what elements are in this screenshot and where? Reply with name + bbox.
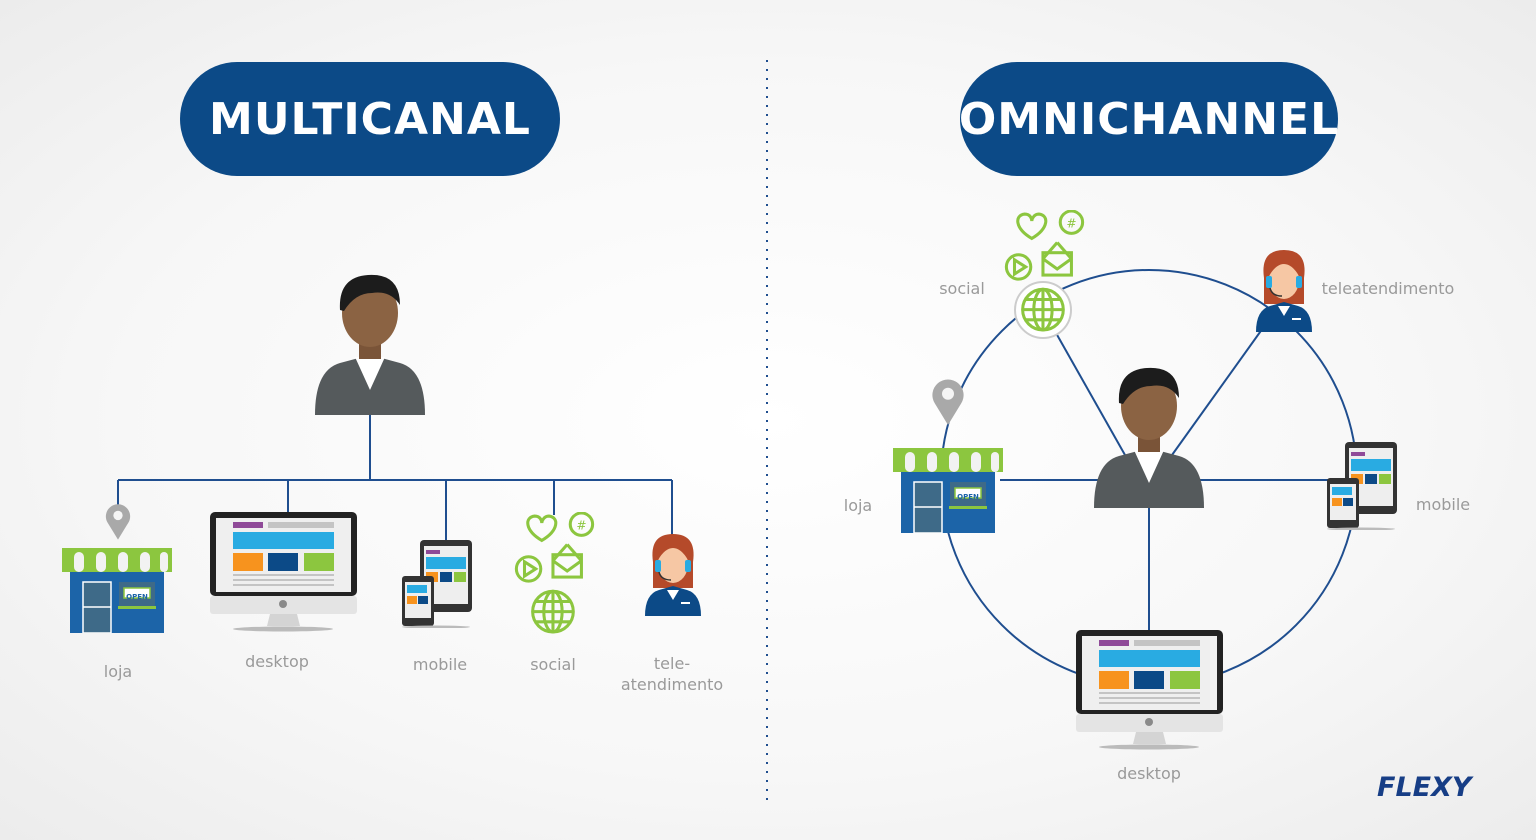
label-mobile: mobile (1416, 495, 1470, 514)
customer-avatar-center (1094, 367, 1204, 508)
multicanal-section: MULTICANAL OPEN loja desktop mobile soci… (62, 62, 723, 694)
multicanal-title: MULTICANAL (209, 94, 531, 145)
multicanal-title-pill (180, 62, 560, 176)
customer-avatar (315, 274, 425, 415)
desktop-icon (210, 512, 357, 632)
omnichannel-title: OMNICHANNEL (959, 94, 1339, 145)
social-icon (514, 512, 595, 634)
call-center-agent-icon (1255, 249, 1313, 332)
location-pin-icon (932, 379, 964, 425)
store-icon (62, 548, 172, 633)
desktop-icon (1076, 630, 1223, 750)
multicanal-tree-lines (117, 412, 673, 542)
flexy-logo: FLEXY (1377, 772, 1474, 803)
store-icon (893, 448, 1003, 533)
label-teleatendimento: teleatendimento (1322, 279, 1455, 298)
call-center-agent-icon (644, 533, 702, 616)
label-desktop: desktop (245, 652, 309, 671)
store-sign: OPEN (126, 593, 148, 601)
label-loja: loja (844, 496, 872, 515)
label-mobile: mobile (413, 655, 467, 674)
label-social: social (939, 279, 985, 298)
label-loja: loja (104, 662, 132, 681)
label-desktop: desktop (1117, 764, 1181, 783)
omnichannel-title-pill (960, 62, 1338, 176)
label-social: social (530, 655, 576, 674)
mobile-icon (402, 540, 472, 628)
label-tele-line2: atendimento (621, 675, 723, 694)
omnichannel-section: OMNICHANNEL OPEN social teleatendimento … (844, 62, 1470, 783)
location-pin-icon (105, 504, 131, 540)
store-sign: OPEN (957, 493, 979, 501)
label-tele-line1: tele- (654, 654, 690, 673)
mobile-icon (1327, 442, 1397, 530)
logo-text: FLEXY (1377, 772, 1474, 803)
